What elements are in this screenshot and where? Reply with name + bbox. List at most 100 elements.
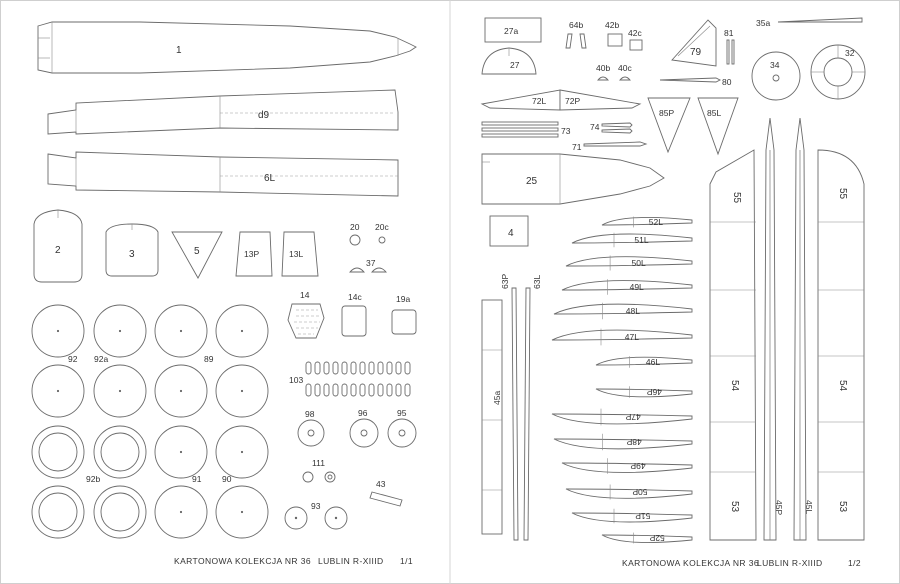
fin-part-72L: 72L <box>480 89 561 111</box>
svg-text:51L: 51L <box>634 235 648 245</box>
svg-text:72P: 72P <box>565 96 580 106</box>
svg-text:85L: 85L <box>707 108 721 118</box>
wheel-disc <box>154 304 208 358</box>
spar-part-45P: 45P <box>763 117 784 541</box>
label-92a: 92a <box>94 354 108 364</box>
svg-text:79: 79 <box>690 47 702 58</box>
rivet-strip <box>350 383 357 397</box>
svg-text:34: 34 <box>770 60 780 70</box>
svg-text:45L: 45L <box>804 500 814 514</box>
svg-text:72L: 72L <box>532 96 546 106</box>
svg-text:42c: 42c <box>628 28 642 38</box>
svg-text:63L: 63L <box>532 275 542 289</box>
svg-text:KARTONOWA KOLEKCJA NR 36: KARTONOWA KOLEKCJA NR 36 <box>174 556 311 566</box>
plate-part-4: 4 <box>489 215 529 247</box>
ring-part-98: 98 <box>297 409 325 447</box>
wing-rib: 49L <box>561 279 693 295</box>
svg-text:80: 80 <box>722 77 732 87</box>
svg-text:73: 73 <box>561 126 571 136</box>
wing-rib: 52L <box>601 216 693 228</box>
svg-text:74: 74 <box>590 122 600 132</box>
svg-text:96: 96 <box>358 408 368 418</box>
rod-part-71: 71 <box>572 141 648 152</box>
wing-rib: 46L <box>595 356 693 368</box>
svg-text:13L: 13L <box>289 249 303 259</box>
fin-part-72P: 72P <box>559 89 642 111</box>
wheel-disc <box>215 364 269 418</box>
svg-text:2: 2 <box>55 245 61 256</box>
wheel-discs <box>31 304 269 539</box>
svg-text:54: 54 <box>837 380 848 392</box>
rivet-strip <box>404 361 411 375</box>
plate-part-42c: 42c <box>628 28 642 51</box>
rods-part-74: 74 <box>590 122 633 134</box>
caps-part-40b: 40b <box>596 63 610 81</box>
wing-rib: 47P <box>551 408 693 426</box>
svg-text:d9: d9 <box>258 110 270 121</box>
svg-text:20c: 20c <box>375 222 389 232</box>
wheel-disc <box>93 364 147 418</box>
strip-part-45a: 45a <box>481 299 503 535</box>
rivet-strip <box>314 383 321 397</box>
wing-rib: 51L <box>571 232 693 248</box>
svg-text:63P: 63P <box>500 274 510 289</box>
svg-text:50L: 50L <box>632 258 646 268</box>
triangle-part-85L: 85L <box>697 97 739 156</box>
label-92: 92 <box>68 354 78 364</box>
svg-text:14: 14 <box>300 290 310 300</box>
wing-rib: 47L <box>551 328 693 346</box>
ring-part-95: 95 <box>387 408 417 448</box>
rivet-strip <box>404 383 411 397</box>
rivet-strip <box>368 383 375 397</box>
wing-rib: 46P <box>595 386 693 398</box>
svg-text:50P: 50P <box>632 487 647 497</box>
svg-text:27: 27 <box>510 60 520 70</box>
wheel-disc <box>31 364 85 418</box>
plate-part-14c: 14c <box>341 292 367 337</box>
panel-part-13L: 13L <box>281 231 319 277</box>
strips-part-73: 73 <box>481 121 571 138</box>
svg-text:92b: 92b <box>86 474 100 484</box>
fuselage-part-25: 25 <box>481 153 665 205</box>
svg-text:53: 53 <box>837 501 848 513</box>
wing-rib: 50P <box>565 484 693 500</box>
fuselage-side-part-69: d9 <box>47 89 399 135</box>
strips-part-103: 103 <box>289 361 411 397</box>
svg-text:103: 103 <box>289 375 303 385</box>
disc-part-20c: 20c <box>375 222 389 244</box>
svg-text:19a: 19a <box>396 294 410 304</box>
label-91: 91 <box>192 474 202 484</box>
svg-text:89: 89 <box>204 354 214 364</box>
svg-text:45P: 45P <box>774 500 784 515</box>
wheel-disc <box>31 425 85 479</box>
svg-text:92a: 92a <box>94 354 108 364</box>
rivet-strip <box>386 361 393 375</box>
wing-rib: 50L <box>565 255 693 271</box>
wheel-disc <box>93 304 147 358</box>
arcs-part-37: 37 <box>349 258 387 273</box>
plate-part-19a: 19a <box>391 294 417 335</box>
wheel-disc <box>31 304 85 358</box>
spar-part-45L: 45L <box>793 117 814 541</box>
rivet-strip <box>341 383 348 397</box>
strut-part-63P: 63P <box>500 274 519 541</box>
svg-text:37: 37 <box>366 258 376 268</box>
wing-rib: 52P <box>601 532 693 544</box>
label-89: 89 <box>204 354 214 364</box>
svg-text:64b: 64b <box>569 20 583 30</box>
wheel-disc <box>93 425 147 479</box>
svg-text:14c: 14c <box>348 292 362 302</box>
svg-text:4: 4 <box>508 228 514 239</box>
svg-text:49P: 49P <box>630 461 645 471</box>
rivet-strip <box>350 361 357 375</box>
strut-part-63L: 63L <box>523 275 542 541</box>
grille-part-14: 14 <box>287 290 325 339</box>
wing-rib: 51P <box>571 508 693 524</box>
sheet-1-footer: KARTONOWA KOLEKCJA NR 36 LUBLIN R-XIIID … <box>174 556 413 566</box>
svg-text:40b: 40b <box>596 63 610 73</box>
svg-text:43: 43 <box>376 479 386 489</box>
svg-text:LUBLIN R-XIIID: LUBLIN R-XIIID <box>757 558 823 568</box>
plate-part-27a: 27a <box>484 17 542 43</box>
svg-text:13P: 13P <box>244 249 259 259</box>
